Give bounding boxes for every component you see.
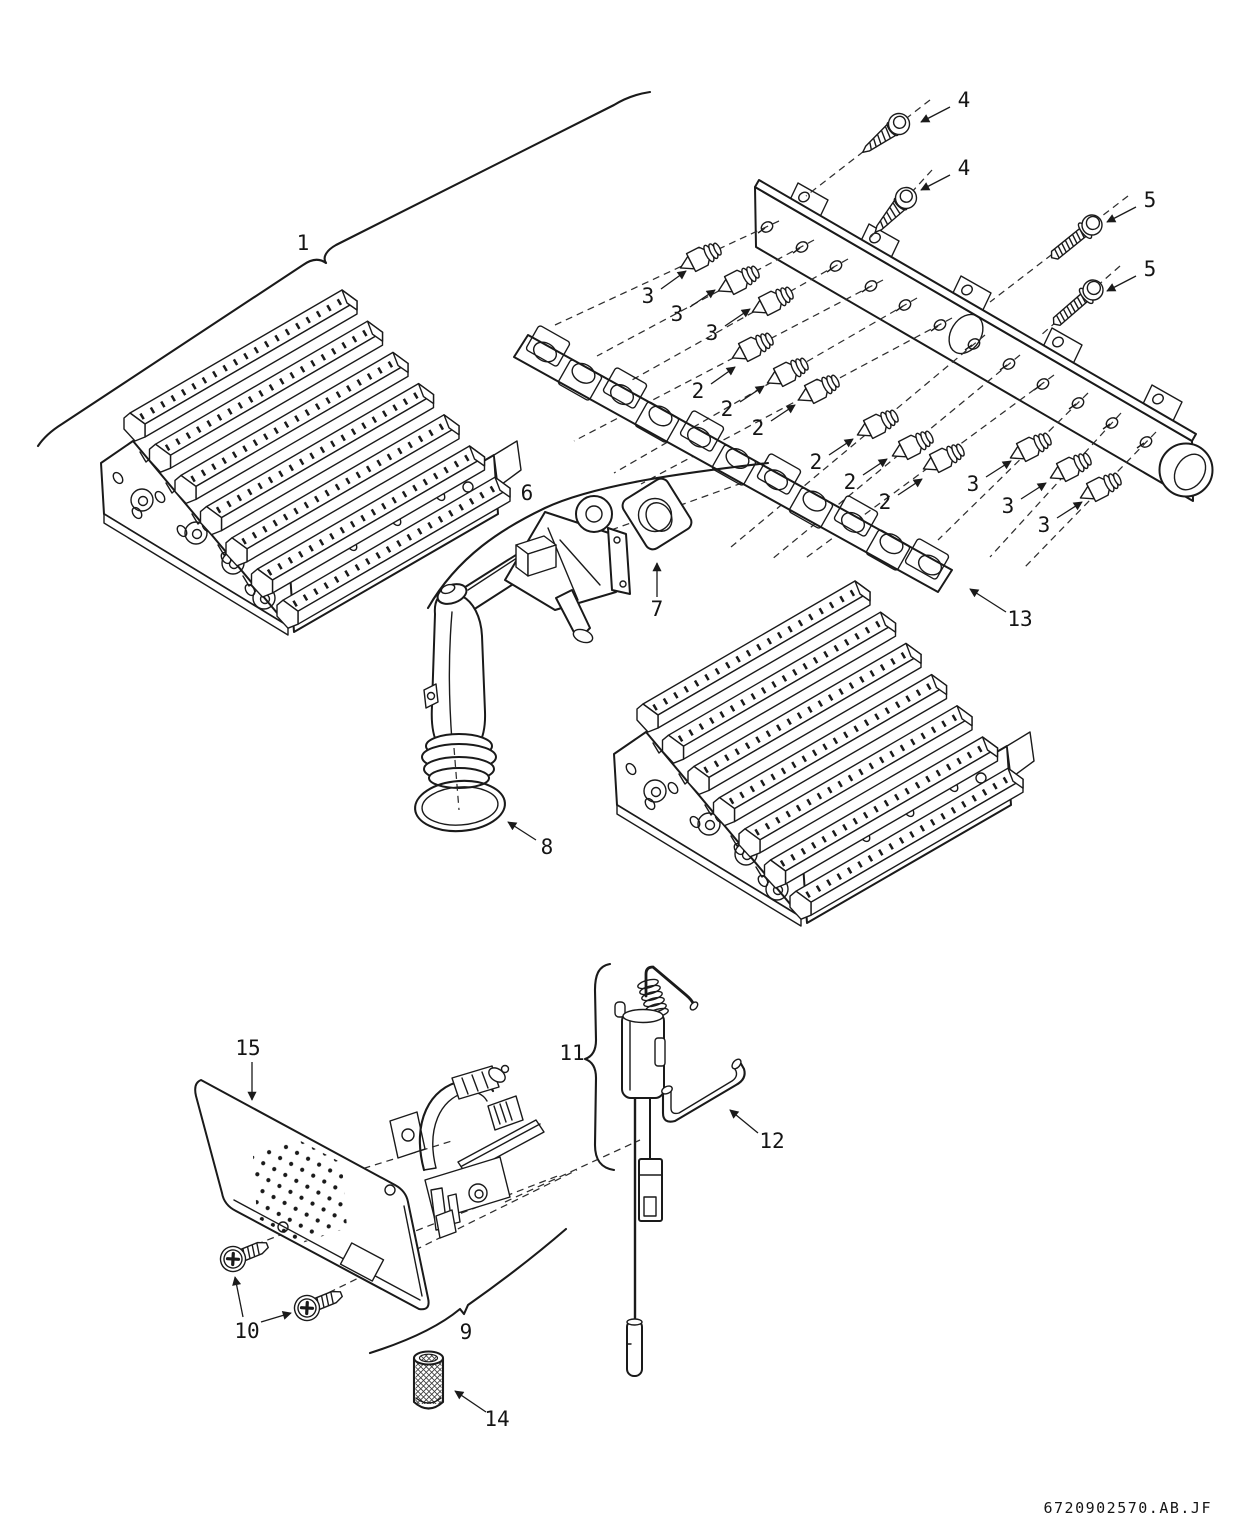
- gas-manifold-rail: [754, 179, 1214, 502]
- pilot-burner-group: [194, 1064, 641, 1355]
- self-tapping-screw: [855, 108, 915, 162]
- callout-2: 2: [752, 416, 765, 440]
- callout-4: 4: [958, 88, 971, 112]
- callout-11: 11: [559, 1041, 584, 1065]
- nozzle: [852, 405, 902, 445]
- callout-7: 7: [651, 597, 664, 621]
- manifold-mounting-tabs: [787, 182, 1183, 424]
- retainer-clip: [661, 1058, 746, 1123]
- nozzle: [675, 238, 725, 278]
- callout-9: 9: [460, 1320, 473, 1344]
- callout-14: 14: [484, 1407, 509, 1431]
- callout-2: 2: [692, 379, 705, 403]
- valve-gasket: [621, 477, 693, 551]
- callout-2: 2: [721, 397, 734, 421]
- callout-13: 13: [1007, 607, 1032, 631]
- nozzle: [713, 261, 763, 301]
- valve-flange: [607, 527, 631, 595]
- part9-bracket-curve: [368, 1227, 568, 1355]
- callout-3: 3: [1038, 513, 1051, 537]
- callout-2: 2: [810, 450, 823, 474]
- valve-clamp-block: [515, 535, 557, 577]
- document-reference: 6720902570.AB.JF: [1044, 1499, 1213, 1517]
- callouts: 1 4 4 5 5 3 3 3 2 2 2 2 2 2 3 3 3 13: [232, 88, 1157, 1431]
- burner-assembly-right: [614, 581, 1034, 926]
- shield-perforations: [253, 1138, 347, 1243]
- pilot-shield-plate: [194, 1079, 430, 1311]
- callout-12: 12: [759, 1129, 784, 1153]
- part11-brace: [583, 962, 616, 1172]
- o-ring: [414, 779, 506, 833]
- manifold-oval-opening: [948, 313, 984, 355]
- callout-10: 10: [234, 1319, 259, 1343]
- callout-5: 5: [1144, 257, 1157, 281]
- nozzle: [747, 282, 797, 322]
- callout-2: 2: [879, 490, 892, 514]
- part6-bracket-curve: [426, 461, 770, 610]
- gas-valve-assembly: [414, 461, 770, 833]
- machine-screw: [1044, 210, 1107, 267]
- callout-3: 3: [1002, 494, 1015, 518]
- nozzle: [1075, 468, 1125, 508]
- burner-lock-strip: [513, 324, 953, 593]
- callout-3: 3: [642, 284, 655, 308]
- phillips-screw: [215, 1231, 274, 1277]
- callout-6: 6: [521, 481, 534, 505]
- nozzle: [762, 353, 812, 393]
- nozzle: [1045, 448, 1095, 488]
- callout-3: 3: [967, 472, 980, 496]
- callout-1: 1: [297, 231, 310, 255]
- electrode-wire: [644, 965, 696, 1007]
- nozzle: [793, 370, 843, 410]
- callout-3: 3: [706, 321, 719, 345]
- nozzle: [727, 328, 777, 368]
- valve-spout: [555, 589, 591, 641]
- callout-2: 2: [844, 470, 857, 494]
- callout-5: 5: [1144, 188, 1157, 212]
- filter-strainer: [412, 1350, 445, 1410]
- pilot-bracket-assembly: [389, 1064, 545, 1239]
- part1-leader-line: [36, 90, 652, 448]
- callout-8: 8: [541, 835, 554, 859]
- callout-15: 15: [235, 1036, 260, 1060]
- nozzle: [1005, 428, 1055, 468]
- valve-thread-rings: [421, 733, 497, 789]
- callout-3: 3: [671, 302, 684, 326]
- electrode-assembly: [583, 962, 699, 1377]
- electrode-tip: [626, 1319, 643, 1377]
- phillips-screw: [289, 1280, 348, 1326]
- self-tapping-screw: [866, 182, 922, 240]
- machine-screw: [1046, 275, 1108, 333]
- callout-4: 4: [958, 156, 971, 180]
